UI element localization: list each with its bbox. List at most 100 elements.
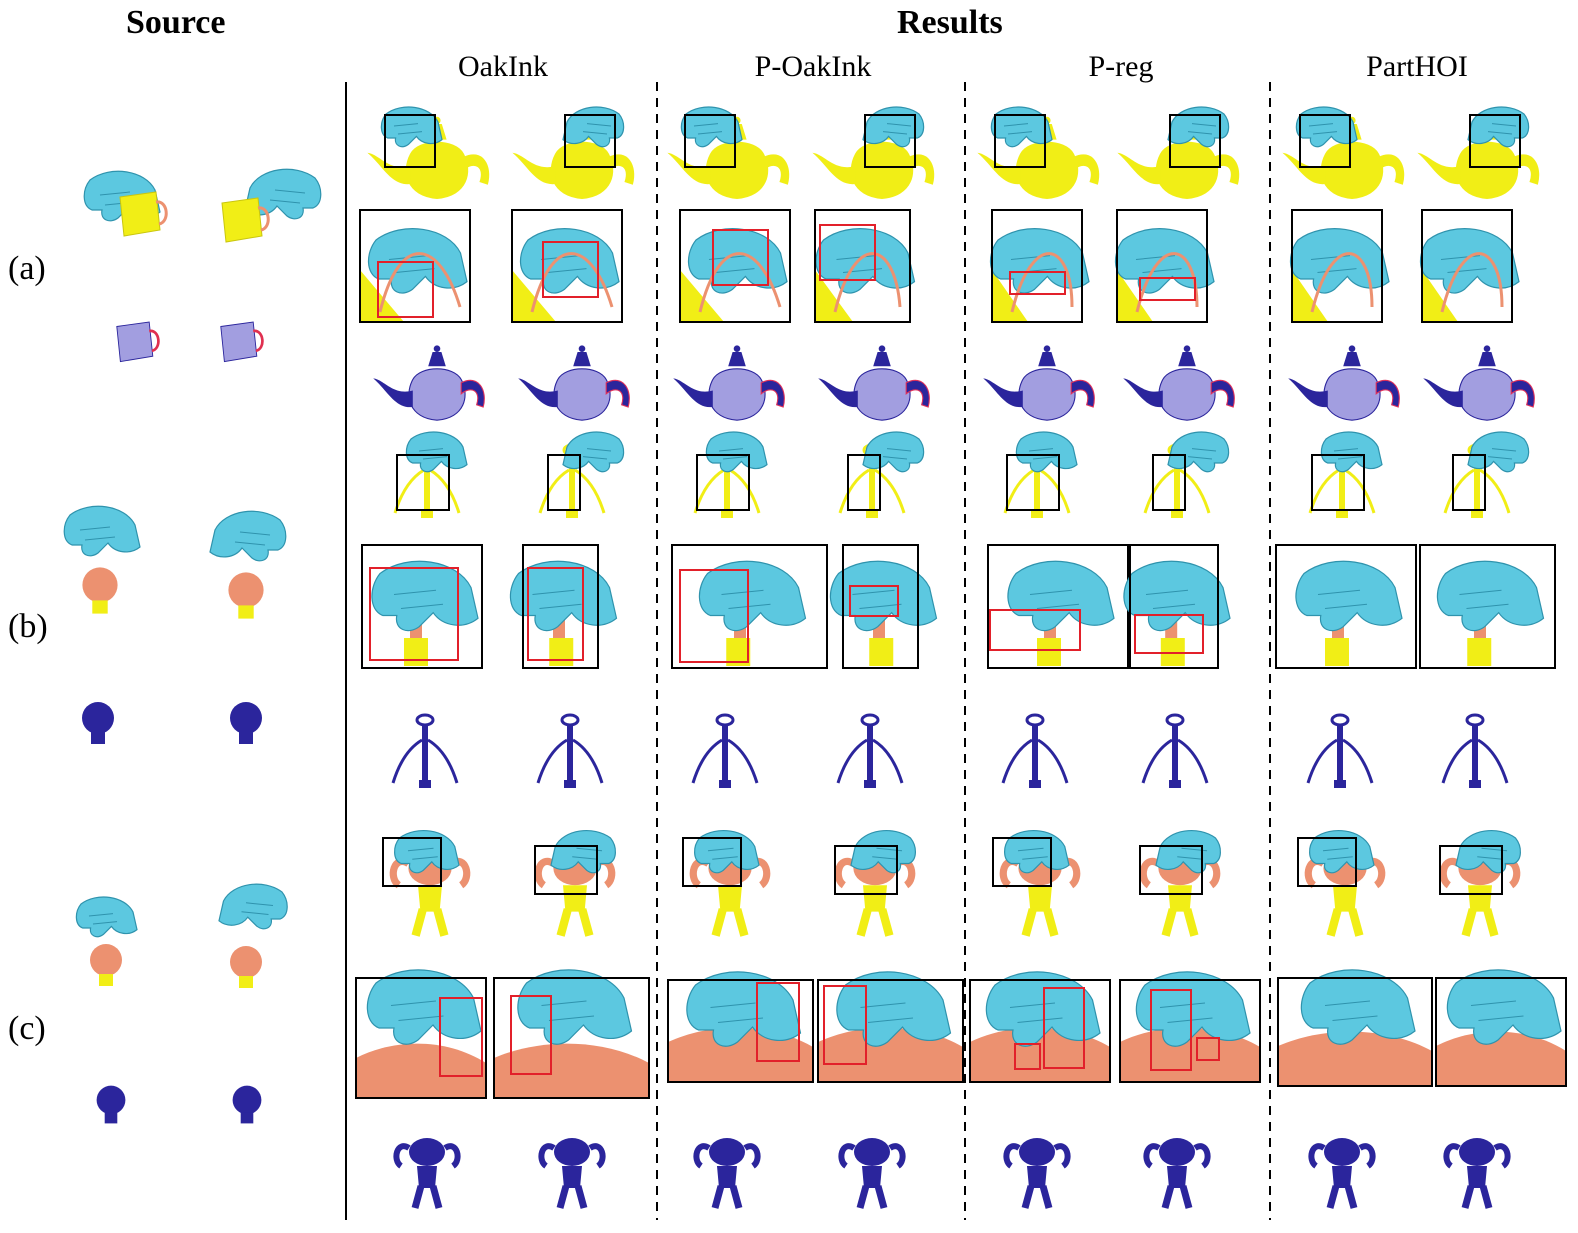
highlight-box: [823, 985, 867, 1065]
teapot-mesh: [373, 345, 485, 421]
hand-mesh: [1015, 431, 1078, 473]
source-heading: Source: [126, 4, 226, 41]
hand-mesh: [1446, 969, 1562, 1045]
armadillo-mesh: [1439, 851, 1521, 937]
armadillo-mesh: [693, 1138, 761, 1209]
zoom-panel: [355, 969, 487, 1099]
hand-mesh: [1300, 969, 1416, 1045]
zoom-box: [679, 209, 791, 323]
zoom-panel: [679, 209, 791, 323]
teapot-mesh: [983, 345, 1095, 421]
corkscrew-mesh: [1441, 713, 1509, 788]
zoom-box: [1435, 977, 1567, 1087]
hand-mesh: [850, 830, 916, 874]
zoom-box: [493, 977, 650, 1099]
zoom-box: [396, 454, 450, 511]
armadillo-mesh: [838, 1138, 906, 1209]
hand-mesh: [698, 560, 807, 632]
hand-mesh: [1295, 106, 1358, 148]
zoom-box: [359, 209, 471, 323]
hand-mesh: [405, 431, 468, 473]
highlight-box: [510, 995, 552, 1075]
zoom-box: [1139, 845, 1203, 895]
results-column-p-oakink: [667, 106, 964, 1209]
highlight-box: [439, 997, 483, 1077]
zoom-box: [817, 979, 964, 1083]
zoom-panel: [989, 209, 1090, 323]
zoom-box: [1421, 209, 1513, 323]
hand-mesh: [1114, 228, 1215, 294]
zoom-box: [1452, 454, 1486, 511]
source-column: [63, 168, 322, 1124]
corkscrew-mesh: [1306, 713, 1374, 788]
zoom-panel: [493, 969, 650, 1099]
zoom-box: [994, 114, 1046, 168]
zoom-panel: [1277, 969, 1433, 1087]
highlight-box: [1134, 614, 1204, 654]
teapot-mesh: [673, 345, 785, 421]
row-label-b: (b): [8, 608, 48, 645]
highlight-box: [542, 241, 599, 298]
highlight-box: [1150, 989, 1192, 1071]
results-column-parthoi: [1275, 106, 1567, 1209]
zoom-panel: [1419, 209, 1520, 323]
zoom-box: [1291, 209, 1383, 323]
zoom-box: [684, 114, 736, 168]
corkscrew-mesh: [536, 713, 604, 788]
teapot-mesh: [1123, 345, 1235, 421]
mug-mesh: [221, 197, 270, 243]
zoom-box: [511, 209, 623, 323]
hand-mesh: [366, 969, 482, 1045]
zoom-box: [1277, 977, 1433, 1087]
armadillo-mesh: [1308, 1138, 1376, 1209]
zoom-box: [1311, 454, 1365, 511]
bulb-mesh: [230, 702, 262, 744]
hand-mesh: [562, 431, 625, 473]
hand-mesh: [244, 168, 322, 220]
row-label-a: (a): [8, 250, 46, 287]
highlight-box: [989, 609, 1081, 651]
highlight-box: [819, 224, 876, 281]
bulb-mesh: [82, 567, 118, 614]
highlight-box: [756, 982, 800, 1062]
zoom-box: [1129, 544, 1219, 669]
row-label-c: (c): [8, 1010, 46, 1047]
highlight-box: [712, 229, 769, 286]
hand-mesh: [1419, 228, 1520, 294]
hand-mesh: [862, 106, 925, 148]
mug-mesh: [119, 191, 168, 237]
zoom-box: [842, 544, 919, 669]
zoom-panel: [1419, 544, 1556, 669]
teapot-mesh: [1423, 345, 1535, 421]
zoom-box: [682, 837, 742, 887]
zoom-panel: [1114, 209, 1215, 323]
zoom-box: [814, 209, 911, 323]
hand-mesh: [680, 106, 743, 148]
zoom-box: [1169, 114, 1221, 168]
results-column-oakink: [355, 106, 650, 1209]
hand-mesh: [1155, 830, 1221, 874]
corkscrew-mesh: [1001, 713, 1069, 788]
hand-mesh: [694, 830, 760, 874]
zoom-box: [564, 114, 616, 168]
zoom-panel: [511, 209, 623, 323]
zoom-panel: [671, 544, 828, 669]
results-heading: Results: [897, 4, 1003, 41]
zoom-box: [671, 544, 828, 669]
hand-mesh: [1167, 106, 1230, 148]
zoom-panel: [1275, 544, 1417, 669]
hand-mesh: [1295, 560, 1403, 632]
bulb-mesh: [228, 572, 264, 619]
zoom-box: [847, 454, 881, 511]
zoom-box: [1439, 845, 1503, 895]
zoom-panel: [814, 209, 916, 323]
zoom-box: [384, 114, 436, 168]
hand-mesh: [1123, 560, 1231, 632]
zoom-box: [969, 979, 1111, 1083]
teapot-mesh: [1288, 345, 1400, 421]
hand-mesh: [209, 510, 287, 562]
zoom-box: [864, 114, 916, 168]
zoom-box: [1297, 837, 1357, 887]
zoom-panel: [829, 544, 938, 669]
